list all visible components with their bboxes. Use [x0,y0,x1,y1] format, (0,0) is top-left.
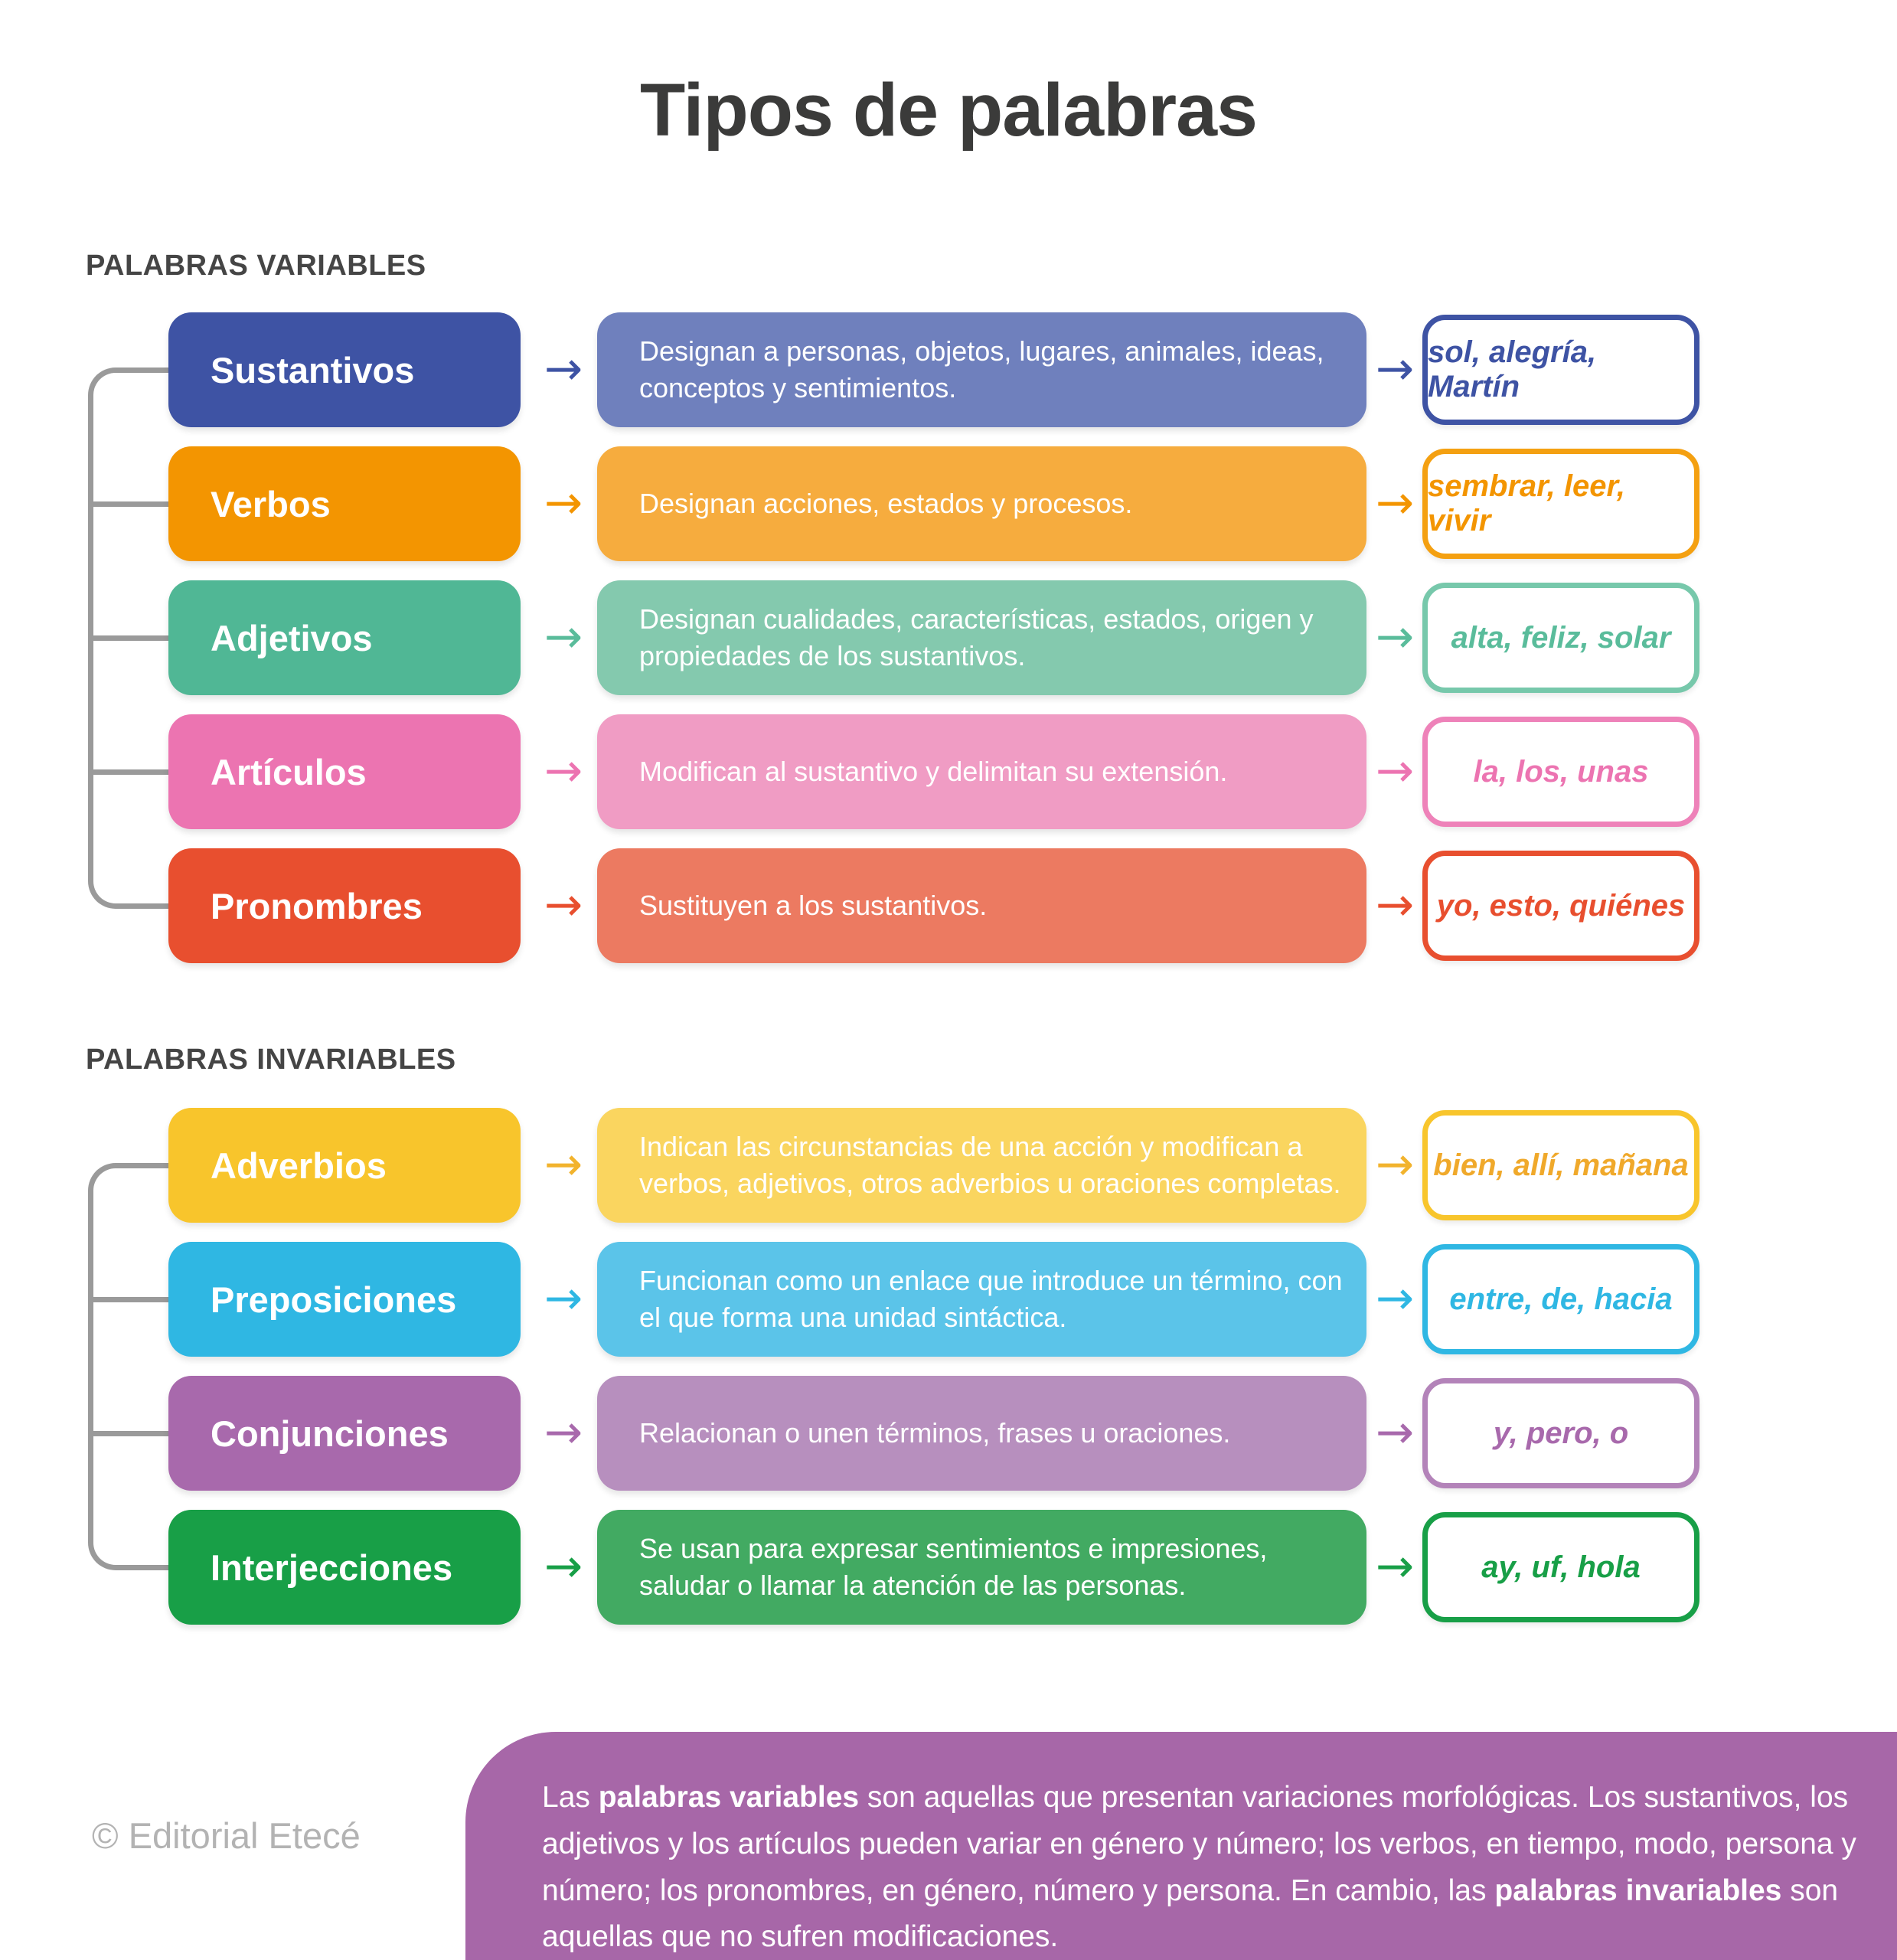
example-text: sembrar, leer, vivir [1428,469,1625,537]
description-text: Funcionan como un enlace que introduce u… [639,1265,1343,1333]
description-text: Designan a personas, objetos, lugares, a… [639,335,1324,403]
term-label: Interjecciones [211,1547,453,1588]
example-text: sol, alegría, Martín [1428,335,1597,403]
term-box: Artículos [168,714,521,829]
example-text: ay, uf, hola [1481,1550,1641,1584]
term-label: Pronombres [211,885,423,926]
term-box: Conjunciones [168,1376,521,1491]
arrow-right-icon: → [1375,1272,1415,1325]
arrow-right-icon: → [1375,1540,1415,1593]
description-box: Sustituyen a los sustantivos. [597,848,1366,963]
arrow-right-icon: → [1375,1406,1415,1459]
connector-bracket [88,1163,168,1570]
description-box: Modifican al sustantivo y delimitan su e… [597,714,1366,829]
example-text: y, pero, o [1493,1416,1629,1450]
arrow-right-icon: → [544,1138,583,1191]
description-box: Designan a personas, objetos, lugares, a… [597,312,1366,427]
connector-line [92,1297,168,1302]
term-box: Interjecciones [168,1510,521,1625]
arrow-right-icon: → [1375,744,1415,798]
term-label: Conjunciones [211,1413,449,1454]
example-text: bien, allí, mañana [1433,1148,1689,1182]
word-type-row: Verbos → Designan acciones, estados y pr… [0,446,1897,561]
example-box: bien, allí, mañana [1422,1110,1699,1220]
arrow-right-icon: → [544,610,583,664]
description-text: Designan cualidades, características, es… [639,603,1314,671]
description-box: Designan cualidades, características, es… [597,580,1366,695]
word-type-row: Interjecciones → Se usan para expresar s… [0,1510,1897,1625]
arrow-right-icon: → [544,476,583,530]
arrow-right-icon: → [1375,342,1415,396]
example-text: yo, esto, quiénes [1436,888,1686,923]
description-text: Modifican al sustantivo y delimitan su e… [639,756,1228,788]
word-type-row: Preposiciones → Funcionan como un enlace… [0,1242,1897,1357]
term-box: Sustantivos [168,312,521,427]
arrow-right-icon: → [544,878,583,932]
description-box: Indican las circunstancias de una acción… [597,1108,1366,1223]
term-label: Artículos [211,751,367,792]
example-box: ay, uf, hola [1422,1512,1699,1622]
word-type-row: Adjetivos → Designan cualidades, caracte… [0,580,1897,695]
page-title: Tipos de palabras [640,68,1258,152]
description-text: Designan acciones, estados y procesos. [639,488,1133,520]
example-box: alta, feliz, solar [1422,583,1699,693]
word-type-row: Adverbios → Indican las circunstancias d… [0,1108,1897,1223]
arrow-right-icon: → [544,1406,583,1459]
section-heading-variables: PALABRAS VARIABLES [86,250,426,282]
description-text: Indican las circunstancias de una acción… [639,1131,1341,1199]
connector-line [92,1431,168,1436]
arrow-right-icon: → [544,744,583,798]
description-text: Se usan para expresar sentimientos e imp… [639,1533,1268,1601]
example-box: sembrar, leer, vivir [1422,449,1699,559]
description-text: Relacionan o unen términos, frases u ora… [639,1417,1231,1449]
term-box: Preposiciones [168,1242,521,1357]
description-box: Designan acciones, estados y procesos. [597,446,1366,561]
arrow-right-icon: → [1375,610,1415,664]
description-box: Se usan para expresar sentimientos e imp… [597,1510,1366,1625]
description-box: Relacionan o unen términos, frases u ora… [597,1376,1366,1491]
arrow-right-icon: → [544,1272,583,1325]
word-type-row: Conjunciones → Relacionan o unen término… [0,1376,1897,1491]
arrow-right-icon: → [1375,1138,1415,1191]
term-box: Verbos [168,446,521,561]
example-box: yo, esto, quiénes [1422,851,1699,961]
word-type-row: Sustantivos → Designan a personas, objet… [0,312,1897,427]
arrow-right-icon: → [1375,476,1415,530]
term-label: Verbos [211,483,331,524]
connector-bracket [88,368,168,909]
arrow-right-icon: → [1375,878,1415,932]
description-text: Sustituyen a los sustantivos. [639,890,988,922]
arrow-right-icon: → [544,1540,583,1593]
footer-note-text: Las palabras variables son aquellas que … [542,1781,1856,1954]
term-label: Preposiciones [211,1279,457,1320]
example-text: alta, feliz, solar [1451,620,1671,655]
description-box: Funcionan como un enlace que introduce u… [597,1242,1366,1357]
copyright: © Editorial Etecé [92,1815,361,1856]
connector-line [92,501,168,507]
term-label: Adverbios [211,1145,387,1186]
example-box: entre, de, hacia [1422,1244,1699,1354]
arrow-right-icon: → [544,342,583,396]
example-text: la, los, unas [1473,754,1649,789]
section-heading-invariables: PALABRAS INVARIABLES [86,1044,456,1076]
example-text: entre, de, hacia [1449,1282,1673,1316]
term-box: Adjetivos [168,580,521,695]
term-label: Sustantivos [211,349,415,390]
connector-line [92,635,168,641]
term-box: Pronombres [168,848,521,963]
example-box: sol, alegría, Martín [1422,315,1699,425]
example-box: y, pero, o [1422,1378,1699,1488]
word-type-row: Artículos → Modifican al sustantivo y de… [0,714,1897,829]
footer-note-box: Las palabras variables son aquellas que … [465,1732,1897,1960]
term-label: Adjetivos [211,617,373,658]
example-box: la, los, unas [1422,717,1699,827]
term-box: Adverbios [168,1108,521,1223]
connector-line [92,769,168,775]
word-type-row: Pronombres → Sustituyen a los sustantivo… [0,848,1897,963]
